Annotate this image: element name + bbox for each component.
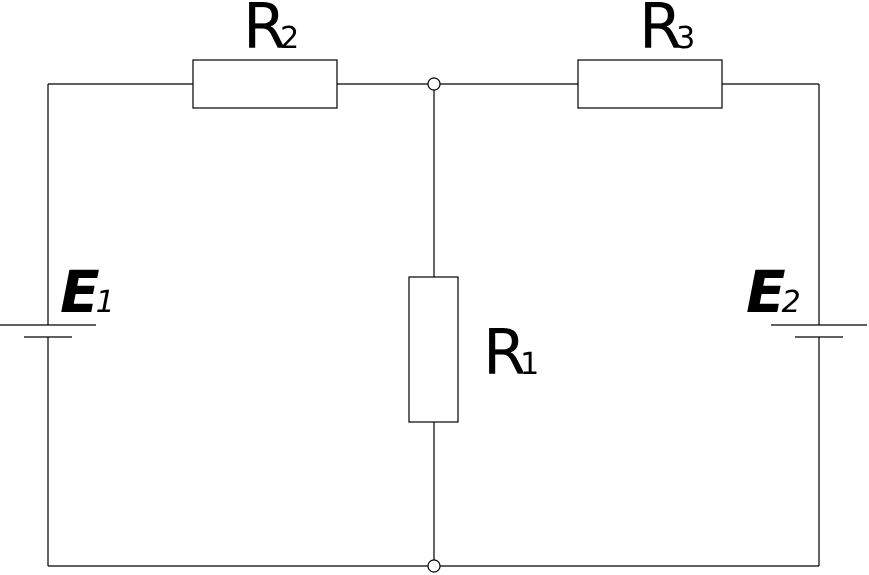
junction-top [427,77,441,91]
resistor-r3 [577,59,723,109]
label-r1: R1 [483,316,539,389]
label-r3: R3 [639,0,695,63]
source-e2 [771,324,867,338]
junction-bottom [427,559,441,573]
wiring [47,83,820,567]
label-r2: R2 [243,0,299,63]
label-e2: E2 [746,258,801,326]
label-e1: E1 [60,258,115,326]
resistor-r1 [408,276,459,423]
resistor-r2 [192,59,338,109]
source-e1 [0,324,96,338]
